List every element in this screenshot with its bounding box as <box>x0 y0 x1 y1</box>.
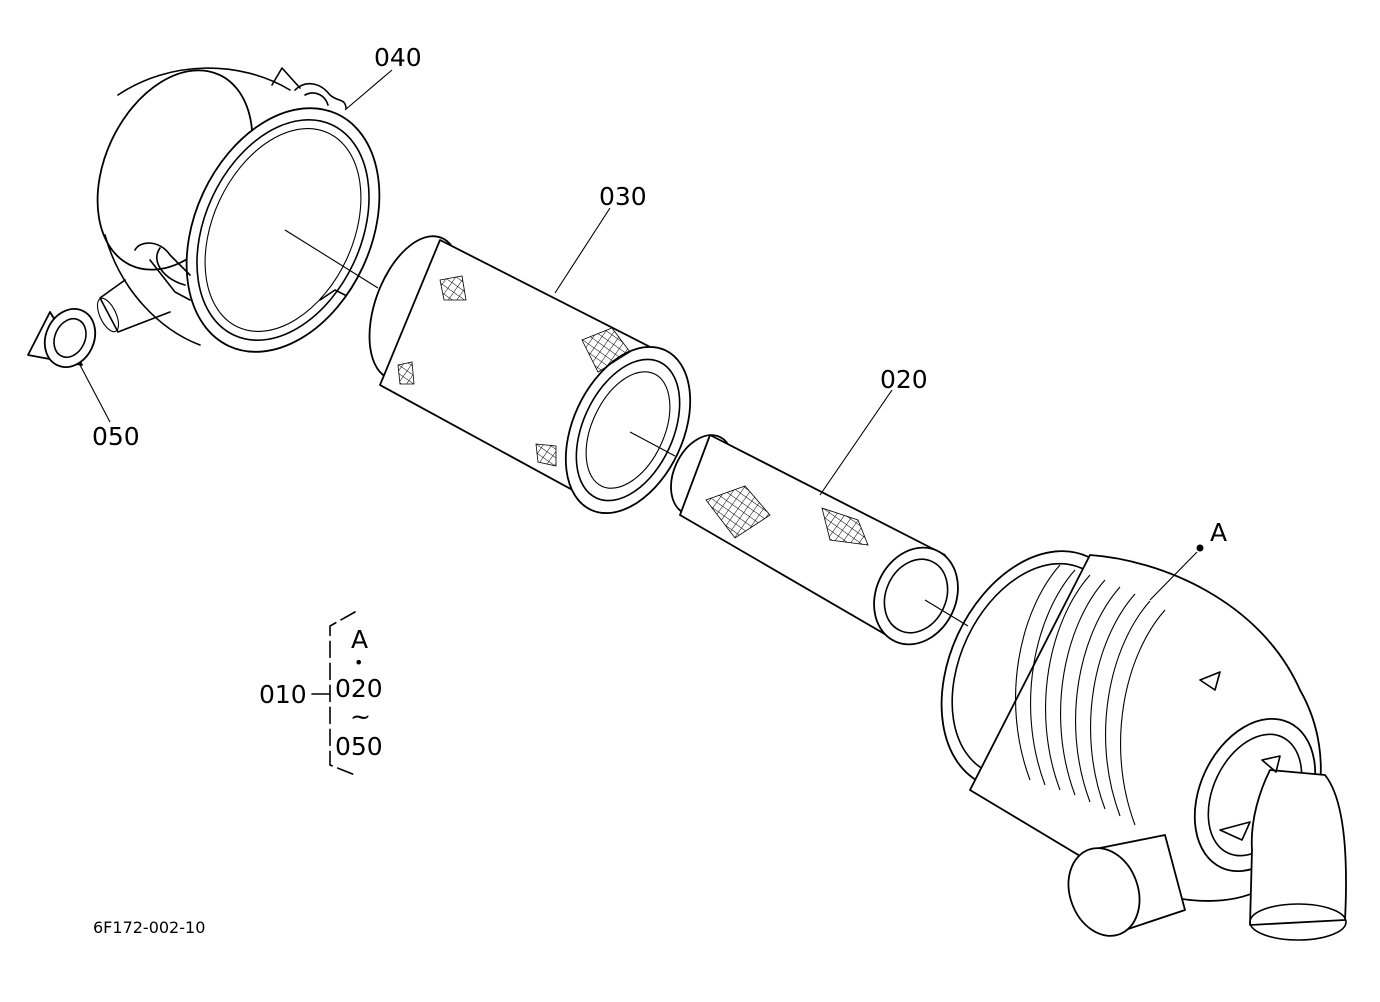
assembly-range-tilde: ~ <box>350 702 371 731</box>
assembly-ref-dot: • <box>354 653 364 672</box>
assembly-range-start: 020 <box>335 674 383 703</box>
callout-030: 030 <box>599 182 647 211</box>
callout-050: 050 <box>92 422 140 451</box>
part-a-reference-dot <box>1196 544 1204 552</box>
assembly-range-end: 050 <box>335 732 383 761</box>
callout-020: 020 <box>880 365 928 394</box>
assembly-label-010: 010 <box>259 680 307 709</box>
inner-filter-element-part-020 <box>670 434 959 646</box>
callout-040: 040 <box>374 43 422 72</box>
evacuator-valve-part-050 <box>27 308 97 368</box>
air-cleaner-body-part-a <box>940 550 1347 941</box>
outer-filter-element-part-030 <box>368 235 692 514</box>
dust-cover-part-040 <box>96 67 381 353</box>
assembly-bracket <box>311 611 356 776</box>
assembly-ref-a: A <box>351 625 369 654</box>
drawing-number: 6F172-002-10 <box>93 918 206 937</box>
callout-a: A <box>1210 518 1228 547</box>
leader-lines <box>79 69 1198 627</box>
